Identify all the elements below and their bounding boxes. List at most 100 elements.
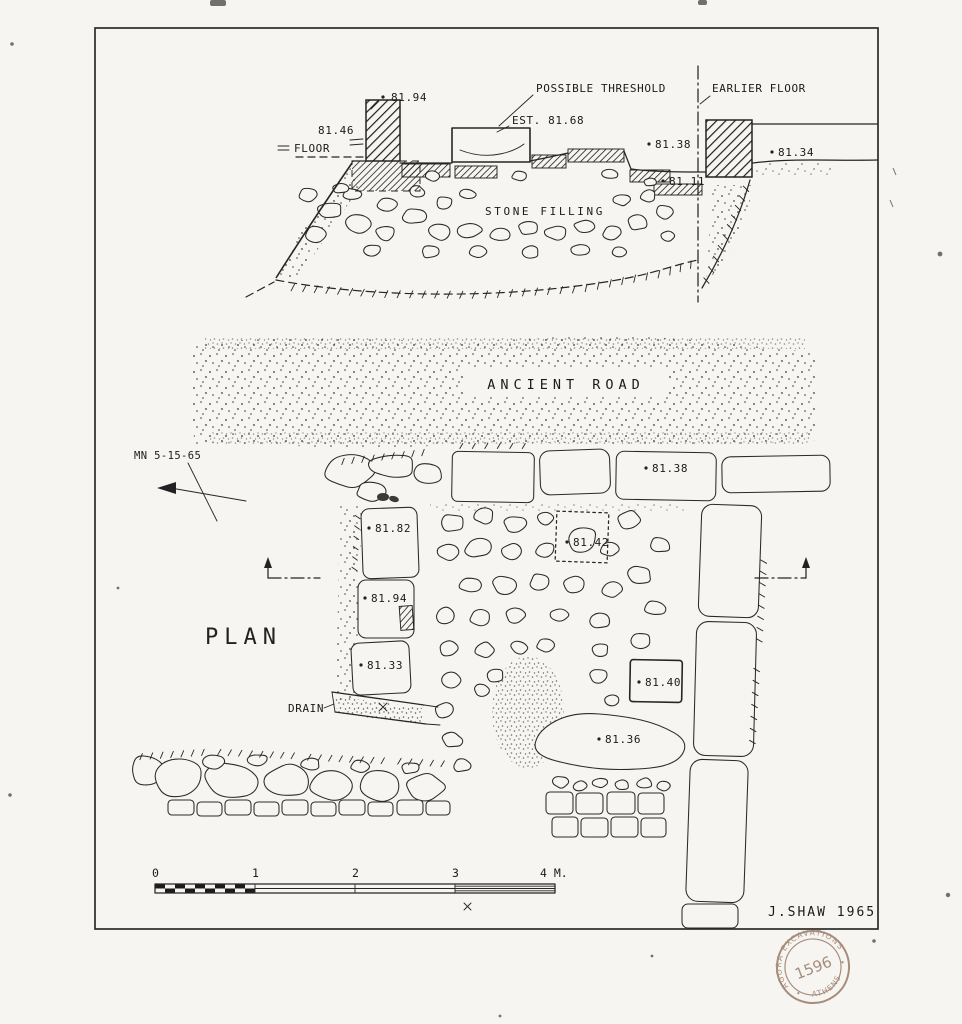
paving-stone (473, 507, 494, 525)
tick-mark (717, 244, 724, 252)
scale-num-2: 2 (352, 866, 359, 880)
scale-cell (235, 884, 245, 889)
stone (376, 197, 398, 212)
tick-mark (645, 272, 649, 281)
paving-stone (589, 612, 611, 629)
tick-mark (217, 748, 222, 756)
tick-mark (730, 214, 738, 221)
rough-stone (263, 763, 309, 796)
speck (498, 1014, 502, 1018)
label-elev-81-34: 81.34 (778, 146, 814, 159)
tick-mark (712, 255, 720, 263)
threshold-wear-line (459, 143, 525, 156)
stamp-number: 1596 (792, 953, 834, 983)
scale-cell (245, 888, 255, 893)
stone (601, 168, 619, 179)
right-wall-slab (681, 903, 739, 929)
stone (521, 245, 539, 259)
tick-mark (446, 290, 451, 299)
cobble-blocks (167, 791, 667, 838)
cobble-block (545, 791, 574, 815)
cobble-block (396, 799, 424, 816)
paving-stone (441, 671, 462, 689)
stamp-dot (797, 992, 800, 995)
rough-stone (154, 758, 202, 798)
tick-mark (170, 750, 174, 759)
left-wall-footing (351, 160, 421, 192)
surface-line (529, 152, 569, 162)
paving-stone (500, 542, 522, 561)
tick-mark (572, 285, 576, 294)
cobble-block (196, 801, 223, 817)
ancient-road-band: ANCIENT ROAD (190, 336, 817, 448)
tick-mark (751, 691, 759, 697)
stone (612, 194, 631, 207)
right-ground-line (752, 159, 878, 164)
cobble-block (640, 817, 667, 838)
tick-mark (354, 515, 361, 520)
fill-bottom-dashed-tail (245, 281, 275, 298)
paving-stone (441, 514, 464, 532)
tick-mark (139, 753, 143, 761)
cobble-block (551, 816, 579, 838)
tick-mark (759, 582, 766, 587)
drain-edge (331, 691, 425, 706)
cobble-block (281, 799, 309, 816)
tick-mark (633, 274, 636, 283)
cobble-block (338, 799, 366, 816)
cobble-block (580, 817, 609, 838)
scale-cell (175, 884, 185, 889)
tick-mark (559, 286, 563, 295)
elev-dot (359, 663, 363, 667)
rough-stone (591, 777, 609, 789)
stamp-outer-ring (776, 930, 850, 1004)
tick-mark (621, 276, 624, 286)
leader-line (323, 703, 335, 709)
tick-mark (440, 760, 445, 768)
tick-mark (238, 749, 243, 757)
stone (518, 221, 538, 235)
stamp-dot (841, 961, 844, 964)
level-mark (349, 138, 364, 141)
paving-stone (617, 510, 642, 530)
label-north-note: MN 5-15-65 (134, 450, 201, 462)
paving-stone (568, 527, 597, 553)
paper-speckles (8, 0, 951, 1018)
leader-line (496, 125, 510, 133)
paving-stone (434, 702, 454, 719)
paving-stone (650, 537, 671, 553)
stone (317, 202, 342, 219)
tick-mark (657, 269, 661, 279)
right-floor-stipple (756, 163, 832, 175)
paving-stone (563, 575, 585, 594)
tick-mark (756, 627, 764, 632)
stone (428, 223, 451, 241)
slope-line (275, 162, 353, 279)
paving-stone (436, 543, 460, 561)
tick-mark (384, 290, 389, 298)
tick-mark (349, 755, 354, 763)
tick-mark (421, 448, 425, 457)
tick-mark (159, 751, 164, 759)
rubble-strip (653, 183, 703, 196)
drain-end (331, 691, 336, 713)
tick-mark (757, 604, 765, 609)
tick-mark (759, 570, 767, 575)
threshold-block (451, 127, 531, 163)
speck (892, 167, 897, 176)
leader-line (498, 94, 534, 127)
paving-stone (589, 669, 608, 684)
hatched-chip (398, 605, 415, 631)
tick-mark (484, 290, 488, 299)
paving-stone (453, 758, 472, 773)
stone (345, 214, 372, 234)
tick-mark (703, 277, 710, 284)
label-possible-threshold: POSSIBLE THRESHOLD (536, 82, 666, 95)
tick-mark (328, 754, 333, 762)
stone (375, 226, 395, 242)
tick-mark (149, 752, 154, 760)
tick-mark (484, 443, 489, 449)
speck (650, 954, 654, 958)
tick-mark (547, 286, 551, 295)
